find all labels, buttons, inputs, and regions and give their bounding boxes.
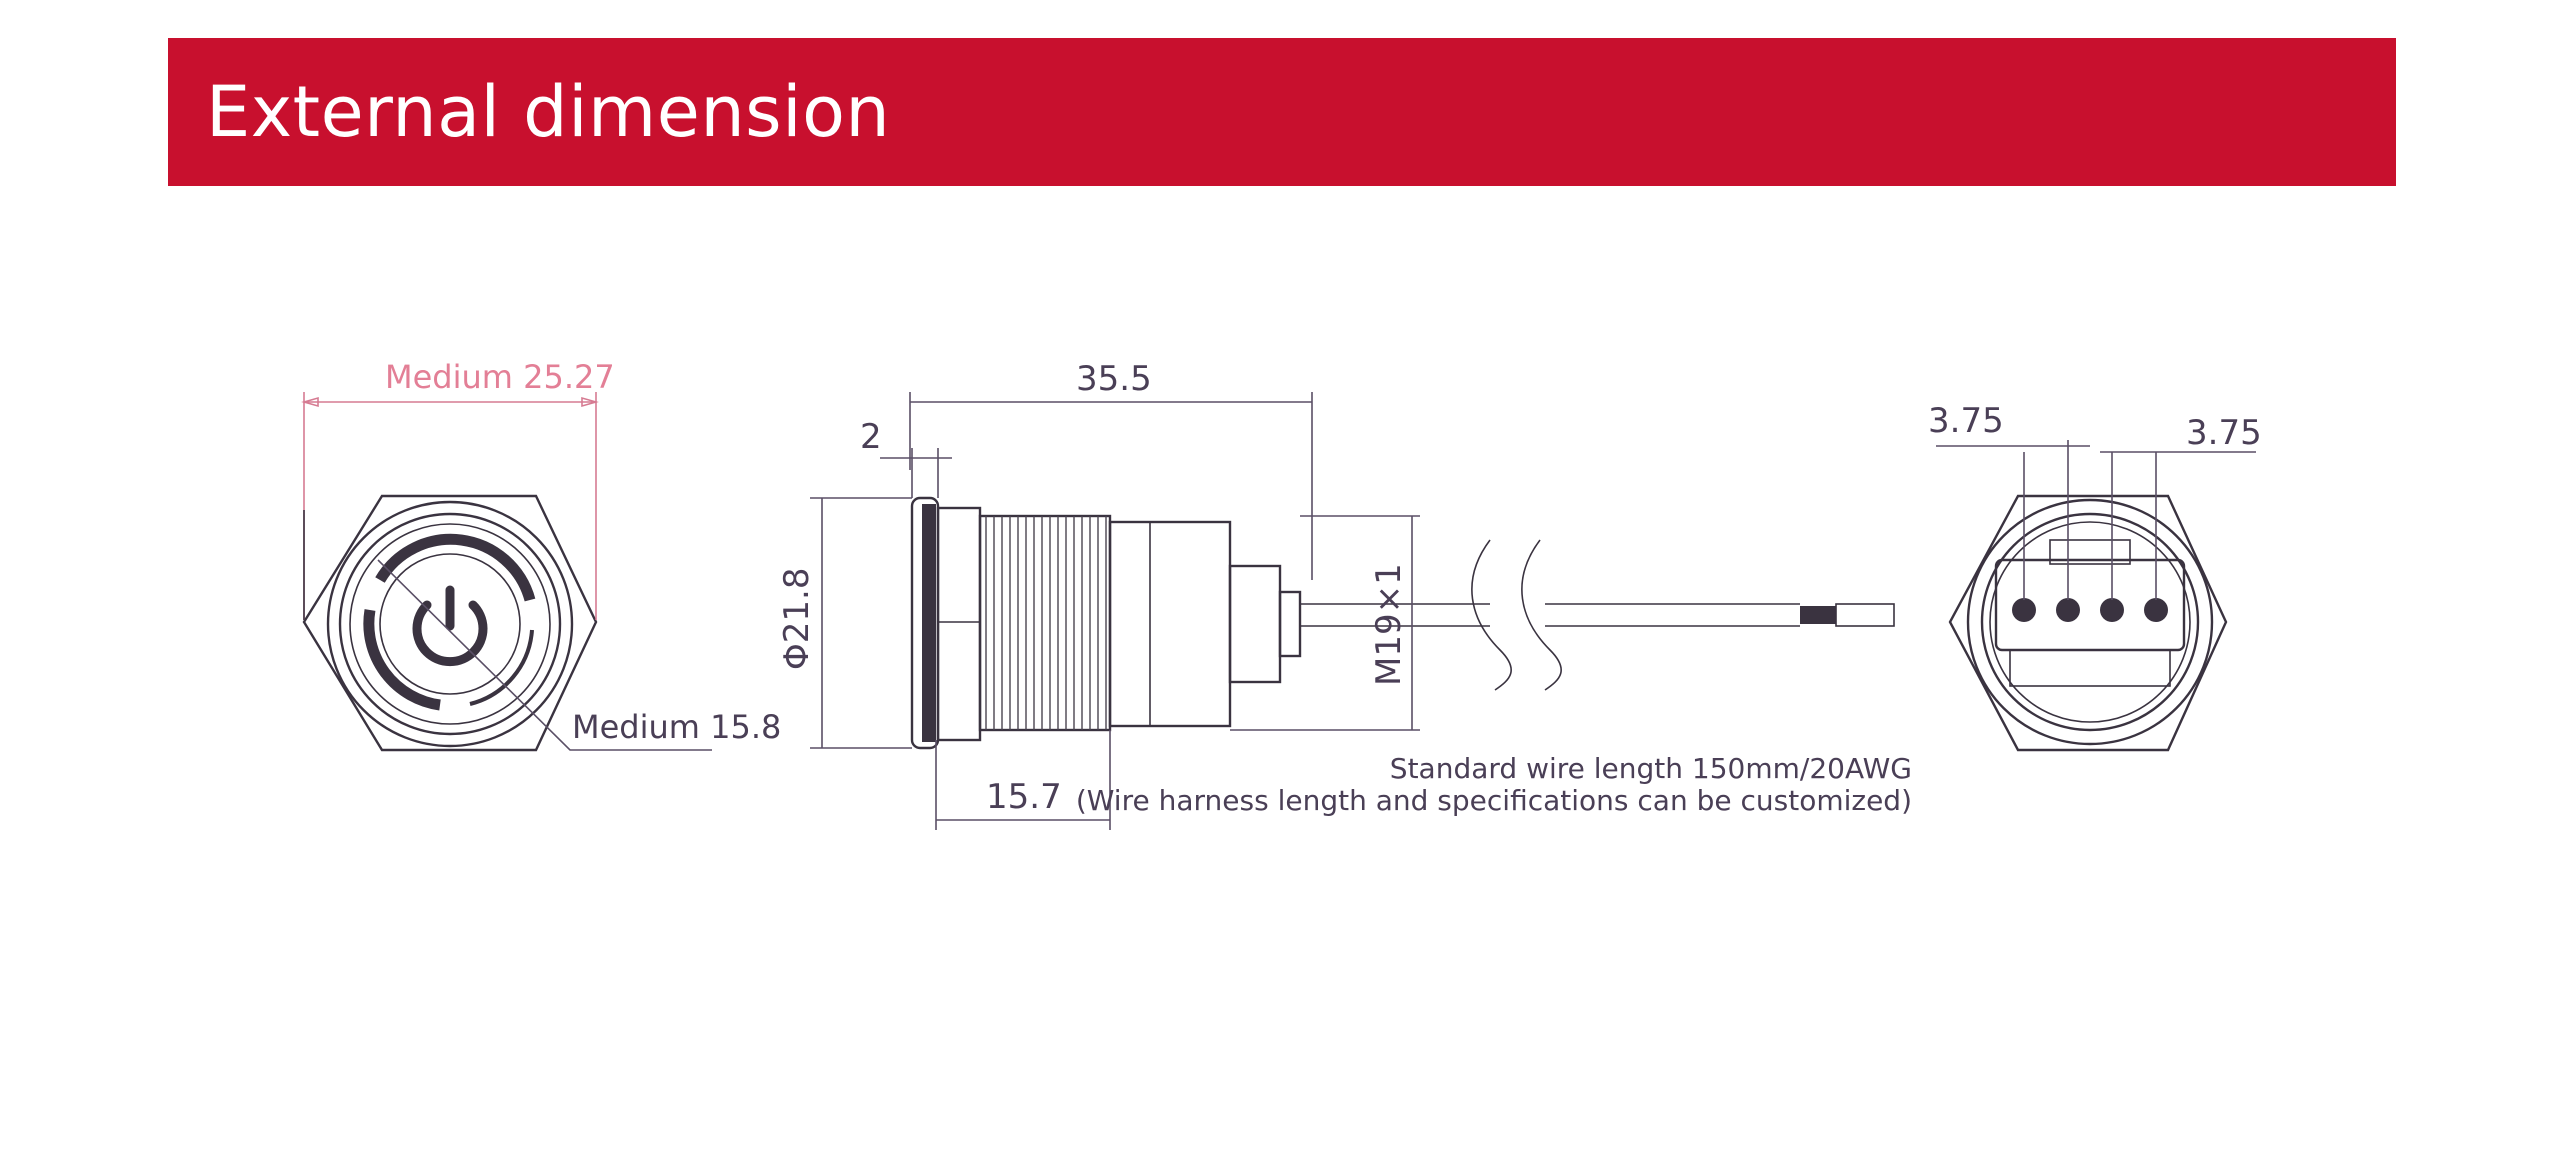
- side-thread-lines: [985, 516, 1107, 730]
- thread-length-label: 15.7: [986, 777, 1062, 817]
- wire-stripped-end: [1800, 606, 1836, 624]
- length-total-label: 35.5: [1076, 359, 1152, 399]
- front-bezel-inner-ring: [349, 523, 551, 725]
- wire-note-line2: (Wire harness length and specifications …: [1076, 784, 1912, 817]
- front-light-ring-arc-top: [375, 533, 536, 602]
- pin-spacing-right-label: 3.75: [2186, 413, 2262, 453]
- side-rear-housing: [1108, 520, 1232, 728]
- thread-spec-label: M19×1: [1369, 563, 1409, 686]
- front-hex-nut: [302, 494, 598, 752]
- side-nut: [936, 506, 982, 742]
- front-light-ring-arc-right: [469, 629, 534, 706]
- rear-inner-ring: [1980, 512, 2200, 732]
- side-view: 35.5 2 Φ21.8 15.7 M19×1 Standard wire le…: [777, 359, 1912, 830]
- side-wire-exit: [1278, 590, 1302, 658]
- rear-pin-4: [2144, 598, 2168, 622]
- inner-diameter-leader: [377, 559, 712, 751]
- front-outer-ring: [326, 500, 574, 748]
- front-view: Medium 25.27 Medium 15.8: [301, 358, 781, 752]
- rear-view: 3.75 3.75: [1928, 401, 2262, 752]
- front-button-face: [379, 553, 521, 695]
- page-title: External dimension: [206, 71, 891, 153]
- rear-pin-3: [2100, 598, 2124, 622]
- front-bezel-ring: [338, 512, 562, 736]
- rear-hex-nut: [1948, 494, 2228, 752]
- rear-pin-1: [2012, 598, 2036, 622]
- outer-dimension-label: Medium 25.27: [385, 358, 615, 396]
- header-bar: External dimension: [168, 38, 2396, 186]
- rear-outer-ring: [1966, 498, 2214, 746]
- flange-thickness-label: 2: [860, 417, 882, 457]
- wire-note-line1: Standard wire length 150mm/20AWG: [1390, 752, 1912, 785]
- wire: [1300, 539, 1895, 691]
- diameter-label: Φ21.8: [777, 568, 817, 670]
- power-icon: [412, 585, 488, 667]
- front-light-ring-arc-left: [363, 609, 441, 711]
- pin-spacing-left-label: 3.75: [1928, 401, 2004, 441]
- inner-dimension-label: Medium 15.8: [572, 708, 781, 746]
- side-rear-cap: [1228, 564, 1282, 684]
- side-flange-dark-band: [922, 504, 936, 742]
- rear-pin-2: [2056, 598, 2080, 622]
